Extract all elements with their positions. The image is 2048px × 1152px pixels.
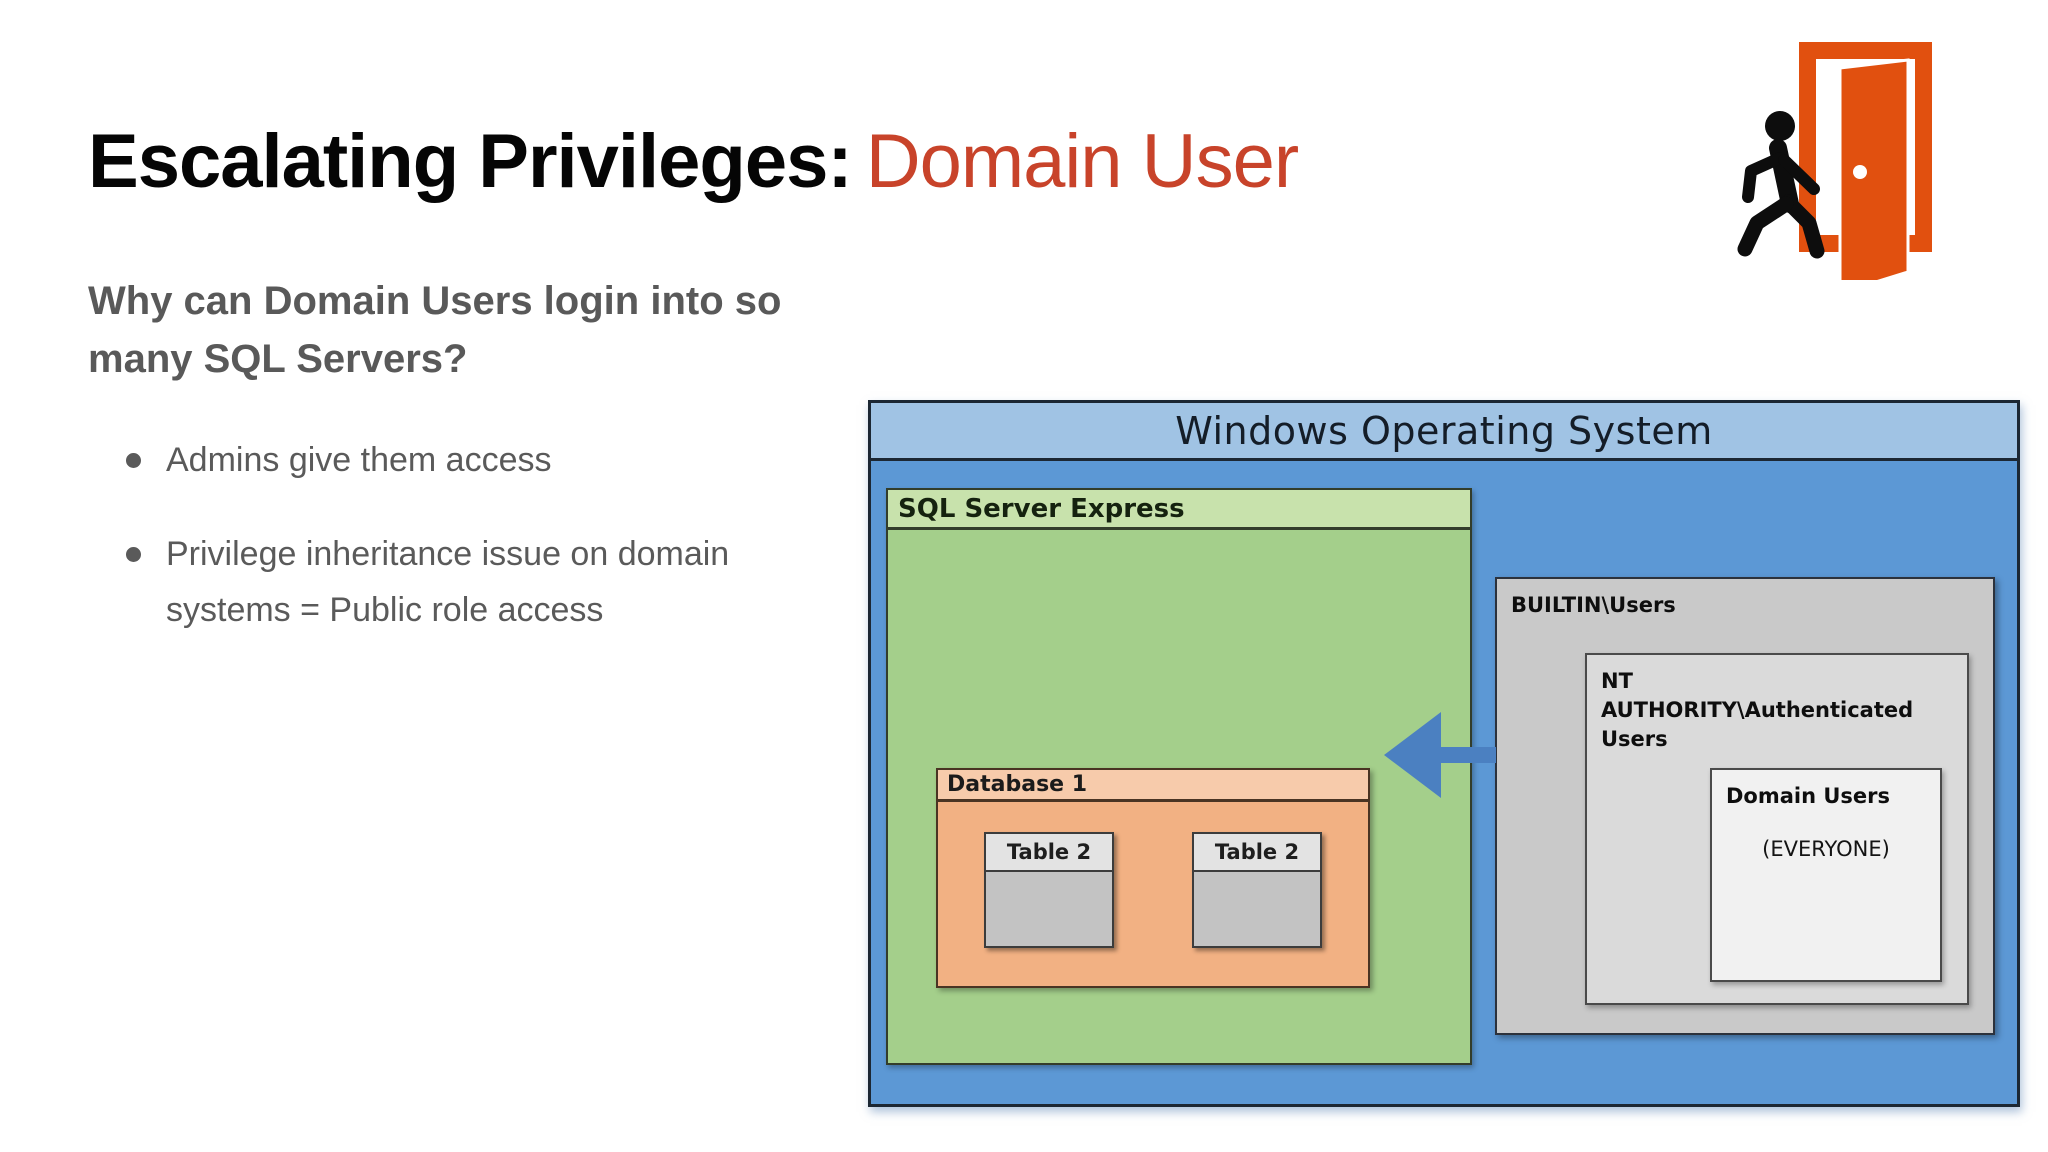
table-box-2: Table 2: [1192, 832, 1322, 948]
everyone-label: (EVERYONE): [1762, 837, 1890, 861]
nt-authenticated-users-label: NT AUTHORITY\Authenticated Users: [1601, 669, 1914, 751]
door-panel: [1838, 58, 1910, 280]
builtin-users-box: BUILTIN\Users NT AUTHORITY\Authenticated…: [1495, 577, 1995, 1035]
question-heading: Why can Domain Users login into so many …: [88, 272, 848, 388]
builtin-users-label: BUILTIN\Users: [1511, 593, 1676, 617]
windows-os-label: Windows Operating System: [1175, 408, 1713, 453]
list-item: Admins give them access: [120, 432, 760, 488]
table-header: Table 2: [1194, 834, 1320, 872]
title-main: Escalating Privileges:: [88, 119, 853, 204]
page-title: Escalating Privileges:Domain User: [88, 119, 1299, 204]
bullet-dot-icon: [126, 453, 141, 468]
bullet-list: Admins give them access Privilege inheri…: [120, 432, 760, 676]
bullet-text: Privilege inheritance issue on domain sy…: [166, 535, 730, 629]
domain-users-label: Domain Users: [1726, 784, 1891, 808]
windows-os-header: Windows Operating System: [871, 403, 2017, 461]
list-item: Privilege inheritance issue on domain sy…: [120, 526, 760, 638]
open-door-icon: [1737, 42, 1932, 280]
question-line-2: many SQL Servers?: [88, 337, 468, 381]
database-header: Database 1: [938, 770, 1368, 802]
sql-server-express-box: SQL Server Express Database 1 Table 2 Ta…: [886, 488, 1472, 1065]
question-line-1: Why can Domain Users login into so: [88, 279, 782, 323]
table-header: Table 2: [986, 834, 1112, 872]
table-label: Table 2: [1214, 840, 1300, 864]
windows-os-box: Windows Operating System SQL Server Expr…: [868, 400, 2020, 1107]
table-box-1: Table 2: [984, 832, 1114, 948]
nt-authenticated-users-box: NT AUTHORITY\Authenticated Users Domain …: [1585, 653, 1969, 1005]
title-accent: Domain User: [865, 119, 1299, 204]
database-box: Database 1 Table 2 Table 2: [936, 768, 1370, 988]
left-arrow-icon: [1384, 712, 1496, 798]
bullet-dot-icon: [126, 547, 141, 562]
door-knob: [1853, 165, 1867, 179]
sql-server-express-header: SQL Server Express: [888, 490, 1470, 530]
domain-users-box: Domain Users (EVERYONE): [1710, 768, 1942, 982]
table-label: Table 2: [1006, 840, 1092, 864]
walking-person-icon: [1737, 111, 1825, 259]
sql-server-express-label: SQL Server Express: [898, 493, 1185, 524]
database-label: Database 1: [947, 772, 1088, 797]
bullet-text: Admins give them access: [166, 441, 552, 479]
